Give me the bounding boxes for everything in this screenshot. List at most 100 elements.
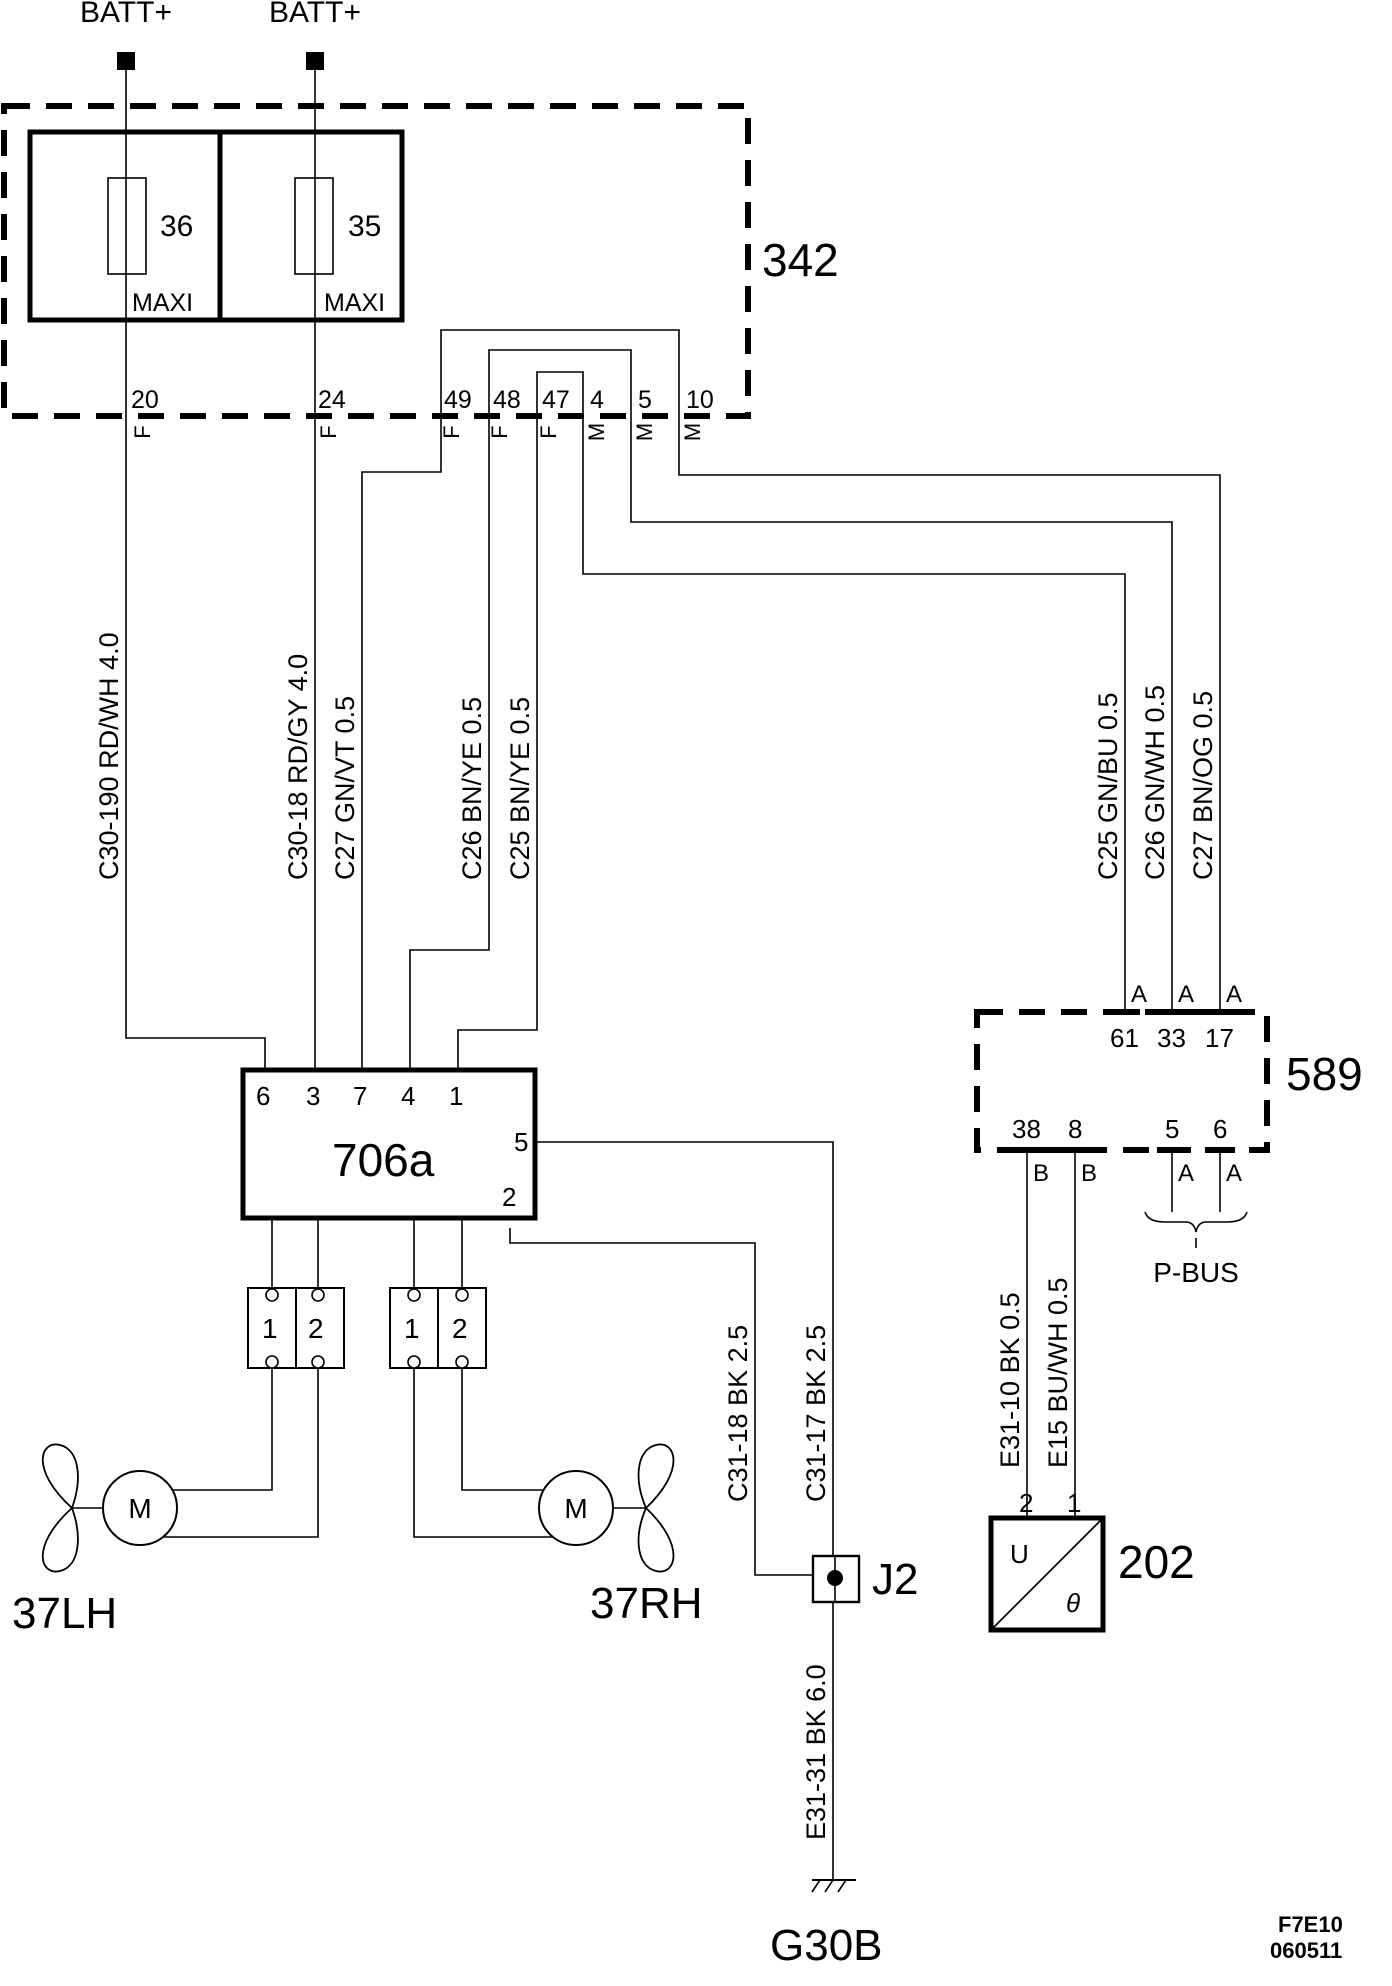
label-c31-18: C31-18 BK 2.5 (723, 1325, 753, 1502)
diagram-code-id: F7E10 (1278, 1912, 1343, 1937)
fuse-36-symbol (107, 177, 147, 275)
wire-internal-48-5 (488, 349, 632, 420)
motor-left-label: 37LH (12, 1589, 117, 1638)
module-589-pin-61: 61 (1110, 1023, 1139, 1053)
fan-motor-right: M 37RH (538, 1443, 703, 1628)
fusebox-code-5: M (632, 423, 657, 441)
module-589-pin-33: 33 (1157, 1023, 1186, 1053)
module-589-pin-17: 17 (1205, 1023, 1234, 1053)
pin-dot (407, 1288, 421, 1302)
fusebox-code-48: F (487, 425, 512, 438)
relay-pin-3: 3 (306, 1081, 320, 1111)
fusebox-pin-47: 47 (542, 386, 570, 414)
fan-blade-icon (637, 1506, 675, 1573)
label-c25-left: C25 BN/YE 0.5 (505, 697, 535, 880)
relay-pin-5: 5 (514, 1127, 528, 1157)
connector-left-pin-2: 2 (308, 1313, 324, 1344)
label-c30-18: C30-18 RD/GY 4.0 (283, 654, 313, 880)
relay-module-id: 706a (332, 1134, 435, 1186)
ground-hatch (811, 1879, 821, 1893)
wire-internal-49-10 (440, 329, 680, 420)
wire-c26-right (630, 420, 1173, 1010)
junction-label: J2 (872, 1555, 918, 1604)
wire-labels: C30-190 RD/WH 4.0 C30-18 RD/GY 4.0 C27 G… (94, 632, 1218, 1840)
fusebox-pin-48: 48 (493, 386, 521, 414)
label-c30-190: C30-190 RD/WH 4.0 (94, 632, 124, 880)
wire-internal-47-4 (536, 371, 584, 420)
module-589-code-33: A (1178, 981, 1194, 1008)
label-e31-31: E31-31 BK 6.0 (801, 1664, 831, 1840)
fan-blade-icon (41, 1443, 79, 1510)
fusebox-pin-24: 24 (318, 386, 346, 414)
relay-pin-7: 7 (353, 1081, 367, 1111)
label-c26-left: C26 BN/YE 0.5 (457, 697, 487, 880)
fusebox-pin-49: 49 (444, 386, 472, 414)
motor-left-symbol: M (128, 1493, 151, 1524)
ground-label: G30B (770, 1921, 883, 1970)
motor-right-symbol: M (564, 1493, 587, 1524)
wire-lh-motor-2 (145, 1368, 319, 1538)
junction-j2: J2 (811, 1554, 918, 1604)
batt-supply: BATT+ BATT+ (80, 0, 361, 70)
fusebox-code-49: F (439, 425, 464, 438)
batt-right-label: BATT+ (269, 0, 361, 29)
sensor-202: 2 1 U θ 202 (988, 1488, 1195, 1633)
label-c31-17: C31-17 BK 2.5 (801, 1325, 831, 1502)
module-589-pin-38: 38 (1012, 1114, 1041, 1144)
pin-dot (311, 1288, 325, 1302)
connector-right-pin-1: 1 (404, 1313, 420, 1344)
fusebox-342: 36 35 MAXI MAXI 342 20 24 49 48 47 4 5 1… (1, 103, 839, 441)
wire-c27-right (678, 420, 1221, 1010)
motor-icon (102, 1470, 178, 1546)
module-589-code-17: A (1226, 981, 1242, 1008)
module-589-pin-6: 6 (1213, 1114, 1227, 1144)
sensor-pin-2: 2 (1019, 1488, 1033, 1518)
wire-c30-190 (125, 70, 266, 1070)
sensor-diagonal (990, 1517, 1104, 1631)
fusebox-dashed-outline (1, 103, 751, 419)
connector-left-pin-1: 1 (262, 1313, 278, 1344)
pin-dot (455, 1355, 469, 1369)
fusebox-pin-4: 4 (590, 386, 604, 414)
fusebox-code-10: M (680, 423, 705, 441)
batt-right-terminal (306, 52, 324, 70)
fusebox-code-47: F (536, 425, 561, 438)
ground-g30b: G30B (770, 1879, 883, 1970)
sensor-symbol-theta: θ (1066, 1588, 1080, 1618)
module-589-code-8: B (1081, 1160, 1097, 1187)
fusebox-pin-5: 5 (638, 386, 652, 414)
sensor-symbol-u: U (1010, 1539, 1029, 1569)
relay-pin-1: 1 (449, 1081, 463, 1111)
wire-c27-left (361, 420, 442, 1070)
fusebox-id: 342 (762, 234, 839, 286)
module-589-code-5: A (1178, 1160, 1194, 1187)
pin-dot (407, 1355, 421, 1369)
label-e31-10: E31-10 BK 0.5 (995, 1292, 1025, 1468)
module-589: 589 A A A 61 33 17 38 8 5 6 B B A A P-BU… (974, 981, 1363, 1288)
wire-rh-motor-1 (413, 1368, 576, 1538)
ground-hatch (837, 1879, 847, 1893)
module-589-code-6: A (1226, 1160, 1242, 1187)
wire-lh-motor-1 (172, 1368, 273, 1491)
relay-pin-2: 2 (502, 1182, 516, 1212)
label-c27-left: C27 GN/VT 0.5 (330, 696, 360, 880)
ground-hatch (824, 1879, 834, 1893)
module-589-pin-8: 8 (1068, 1114, 1082, 1144)
wire-rh-motor-2 (461, 1368, 548, 1491)
pin-dot (265, 1288, 279, 1302)
wire-c25-left (457, 420, 538, 1070)
diagram-code: F7E10 060511 (1270, 1912, 1343, 1963)
batt-left-label: BATT+ (80, 0, 172, 29)
fuse-holder (27, 129, 405, 323)
fuse-35-type: MAXI (324, 289, 385, 317)
fusebox-code-4: M (584, 423, 609, 441)
relay-module-706a: 6 3 7 4 1 706a 5 2 (240, 1067, 538, 1221)
fusebox-code-24: F (316, 425, 341, 438)
fuse-36-type: MAXI (132, 289, 193, 317)
label-e15: E15 BU/WH 0.5 (1043, 1277, 1073, 1468)
module-589-pin-5: 5 (1165, 1114, 1179, 1144)
wire-c31-17 (536, 1141, 834, 1880)
pbus-brace-icon (1144, 1211, 1248, 1233)
pin-dot (455, 1288, 469, 1302)
fuse-35-symbol (294, 177, 334, 275)
